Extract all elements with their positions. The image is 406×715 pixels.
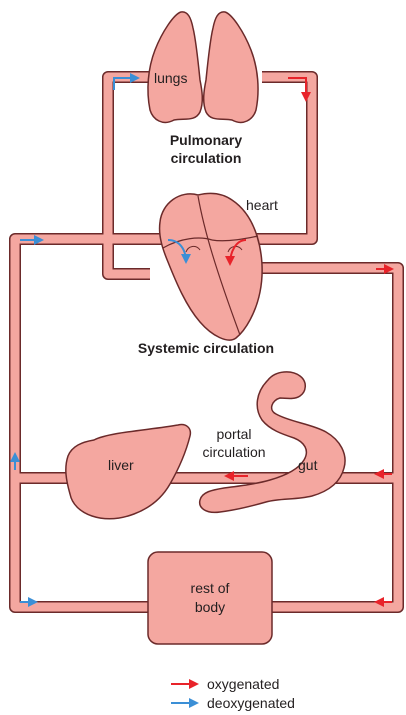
rest-of-body-organ (148, 552, 272, 644)
gut-label: gut (298, 457, 318, 473)
systemic-label: Systemic circulation (138, 340, 274, 356)
legend-label-deoxygenated: deoxygenated (207, 695, 295, 711)
legend-item-oxygenated: oxygenated (171, 676, 279, 692)
liver-label: liver (108, 457, 134, 473)
heart-organ (160, 193, 263, 340)
lungs-label: lungs (154, 70, 187, 86)
portal-label-2: circulation (202, 444, 265, 460)
body-label-1: rest of (191, 580, 230, 596)
body-label-2: body (195, 599, 225, 615)
right-lung (204, 12, 258, 122)
legend: oxygenated deoxygenated (171, 676, 295, 711)
pulmonary-label-2: circulation (171, 150, 242, 166)
legend-label-oxygenated: oxygenated (207, 676, 279, 692)
lungs-organ (148, 12, 258, 122)
systemic-outer-vessel (15, 239, 170, 607)
pulmonary-label-1: Pulmonary (170, 132, 243, 148)
heart-label: heart (246, 197, 278, 213)
legend-item-deoxygenated: deoxygenated (171, 695, 295, 711)
gut-organ (200, 372, 345, 512)
portal-label-1: portal (216, 426, 251, 442)
left-lung (148, 12, 202, 122)
